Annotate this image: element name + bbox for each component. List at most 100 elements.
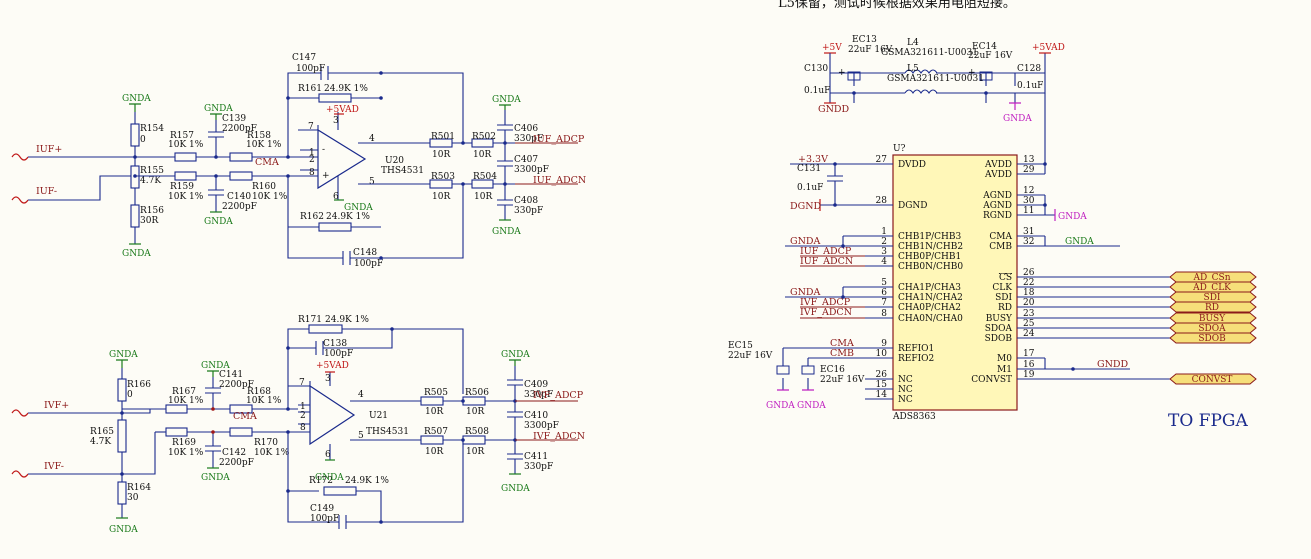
r159	[174, 171, 197, 181]
svg-text:IUF_ADCP: IUF_ADCP	[800, 246, 852, 257]
svg-text:GNDA: GNDA	[797, 401, 826, 411]
svg-text:+5V: +5V	[822, 43, 842, 53]
svg-text:EC15: EC15	[728, 341, 753, 351]
svg-text:10K 1%: 10K 1%	[168, 396, 204, 406]
fpga-port	[1169, 332, 1257, 344]
adc-left-pin-name: REFIO1	[898, 344, 934, 354]
r158	[229, 152, 253, 162]
fpga-port-label: SDOB	[1198, 334, 1226, 344]
svg-text:22uF 16V: 22uF 16V	[820, 375, 865, 385]
svg-text:2200pF: 2200pF	[219, 458, 254, 468]
svg-text:R505: R505	[424, 388, 448, 398]
svg-text:GNDA: GNDA	[1065, 237, 1094, 247]
svg-text:3: 3	[325, 374, 331, 384]
adc-right-pin-num: 12	[1023, 186, 1034, 196]
svg-text:6: 6	[325, 450, 331, 460]
svg-text:GNDA: GNDA	[1003, 114, 1032, 124]
adc-right-pin-num: 29	[1023, 165, 1035, 175]
adc-right-pin-name: CS	[999, 273, 1012, 283]
adc-right-pin-num: 24	[1023, 329, 1035, 339]
svg-text:R507: R507	[424, 427, 448, 437]
svg-text:R164: R164	[127, 483, 151, 493]
svg-text:GNDA: GNDA	[201, 361, 230, 371]
svg-text:10R: 10R	[466, 407, 484, 417]
svg-text:GNDD: GNDD	[1097, 359, 1129, 370]
adc-right-pin-num: 31	[1023, 227, 1034, 237]
adc-left-pin-name: CHB1N/CHB2	[898, 242, 963, 252]
c147-val: 100pF	[296, 64, 325, 74]
gnda-label: GNDA	[122, 94, 151, 104]
svg-text:L5: L5	[907, 64, 919, 74]
svg-text:GNDA: GNDA	[790, 236, 821, 247]
r168	[165, 427, 188, 437]
svg-text:10R: 10R	[474, 192, 492, 202]
adc-left-pin-name: CHB0P/CHB1	[898, 252, 961, 262]
svg-text:EC14: EC14	[972, 42, 997, 52]
to-fpga-caption: TO FPGA	[1168, 411, 1248, 431]
r171	[308, 324, 343, 334]
r158-ref: R158	[247, 131, 271, 141]
svg-text:GNDA: GNDA	[201, 473, 230, 483]
c140-ref: C140	[227, 192, 251, 202]
adc-right-pin-num: 19	[1023, 370, 1035, 380]
fpga-port-label: SDOA	[1198, 324, 1226, 334]
svg-text:GSMA321611-U0031: GSMA321611-U0031	[881, 48, 978, 58]
svg-text:IUF_ADCN: IUF_ADCN	[800, 256, 853, 267]
adc-left-pin-num: 7	[881, 298, 887, 308]
adc-right-pin-num: 32	[1023, 237, 1034, 247]
svg-text:2: 2	[309, 155, 315, 165]
fpga-port-label: BUSY	[1199, 314, 1226, 324]
svg-text:R165: R165	[90, 427, 114, 437]
adc-left-pin-num: 4	[881, 257, 887, 267]
svg-text:2200pF: 2200pF	[219, 380, 254, 390]
adc-right-pin-name: SDOA	[985, 324, 1013, 334]
r504	[471, 179, 494, 189]
svg-text:GNDA: GNDA	[315, 473, 344, 483]
svg-text:R502: R502	[472, 132, 496, 142]
svg-text:+: +	[968, 68, 976, 78]
c139-ref: C139	[222, 114, 246, 124]
iuf-minus-label: IUF-	[36, 186, 57, 197]
r161-ref: R161	[298, 84, 322, 94]
cma-net: CMA	[255, 157, 279, 168]
adc-left-pin-name: NC	[898, 395, 913, 405]
r154-ref: R154	[140, 124, 164, 134]
adc-left-pin-name: CHA0P/CHA2	[898, 303, 961, 313]
gnda-c140: GNDA	[204, 217, 233, 227]
adc-right-pin-num: 25	[1023, 319, 1035, 329]
ivf-minus-label: IVF-	[44, 461, 64, 472]
adc-right-pin-num: 18	[1023, 288, 1035, 298]
adc-right-pin-name: CMB	[989, 242, 1012, 252]
adc-left-nets: +3.3V C131 0.1uF DGND GNDA IUF_ADCP IUF_…	[728, 154, 865, 411]
r172	[323, 486, 357, 496]
adc-left-pin-num: 2	[881, 237, 887, 247]
ivf-adcn-label: IVF_ADCN	[533, 431, 585, 442]
adc-right-pin-num: 26	[1023, 268, 1035, 278]
adc-left-pin-name: CHA1P/CHA3	[898, 283, 961, 293]
r169	[229, 404, 253, 414]
u21-opamp	[309, 384, 356, 446]
u20-part: THS4531	[381, 166, 424, 176]
r165	[117, 419, 127, 453]
u20-gnd: GNDA	[344, 203, 373, 213]
svg-text:5: 5	[358, 431, 364, 441]
adc-right-nets: GNDA GNDA GNDD AD_CSnAD_CLKSDIRDBUSYSDOA…	[1043, 93, 1257, 385]
svg-text:1: 1	[300, 402, 306, 412]
svg-text:0.1uF: 0.1uF	[797, 183, 823, 193]
u20-power: +5VAD	[326, 105, 359, 115]
iuf-adcn-label: IUF_ADCN	[533, 175, 586, 186]
svg-text:GNDA: GNDA	[1058, 212, 1087, 222]
svg-text:330pF: 330pF	[514, 134, 543, 144]
adc-left-pin-num: 10	[876, 349, 888, 359]
svg-text:330pF: 330pF	[524, 390, 553, 400]
svg-text:7: 7	[308, 122, 314, 132]
adc-left-pin-num: 15	[876, 380, 888, 390]
u20-ref: U20	[385, 156, 404, 166]
svg-text:10R: 10R	[425, 407, 443, 417]
svg-text:10K 1%: 10K 1%	[254, 448, 290, 458]
adc-ref: U?	[893, 144, 906, 154]
adc-right-pin-num: 13	[1023, 155, 1035, 165]
bottom-amp-section: IVF+ IVF- GNDA R166 0 R165 4.7K R164 30 …	[11, 315, 585, 535]
svg-text:330pF: 330pF	[524, 462, 553, 472]
